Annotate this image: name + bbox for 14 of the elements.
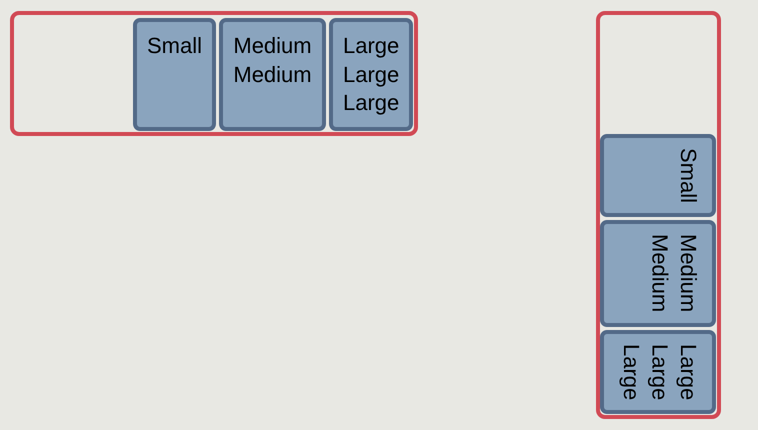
item-label: Small (675, 148, 702, 204)
item-box (133, 18, 216, 131)
item-box (600, 220, 716, 327)
item-label: Small (147, 32, 202, 60)
item-box (600, 330, 716, 414)
item-box (329, 18, 413, 131)
item-label: Medium Medium (646, 234, 702, 313)
item-label: Large Large Large (618, 344, 702, 400)
item-box (219, 18, 326, 131)
container-box (596, 11, 721, 419)
container-box (10, 11, 418, 136)
item-label: Medium Medium (233, 32, 312, 88)
item-box (600, 134, 716, 217)
item-label: Large Large Large (343, 32, 400, 117)
